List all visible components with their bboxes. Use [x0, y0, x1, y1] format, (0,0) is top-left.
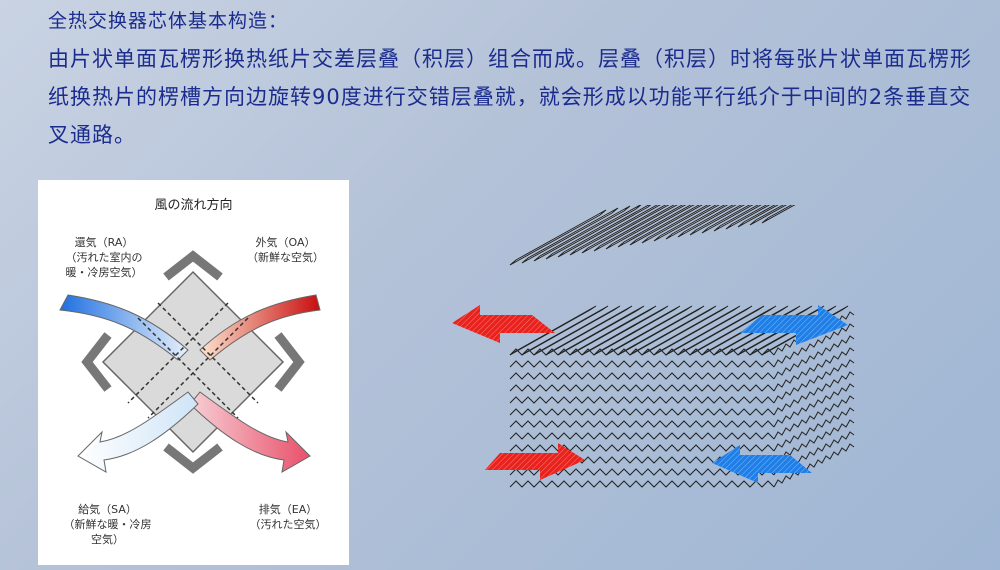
corrugation-ridge	[581, 205, 670, 254]
red-arrow-in	[485, 443, 585, 480]
corrugation-ridge	[677, 205, 737, 238]
corrugation-ridge	[557, 205, 652, 258]
supply-air-label-block: 給気（SA） （新鮮な暖・冷房 空気）	[60, 502, 155, 547]
blue-arrow-in	[712, 445, 812, 483]
airflow-diagram	[59, 250, 321, 474]
exhaust-air-label-block: 排気（EA） （汚れた空気）	[243, 502, 333, 532]
corrugation-ridge	[713, 205, 762, 232]
corrugation-ridge	[569, 205, 661, 256]
frame-corner-top	[163, 250, 223, 281]
corrugation-ridge	[689, 205, 746, 236]
corrugation-ridge	[617, 205, 695, 248]
stack-layer-side	[773, 323, 855, 368]
stack-layer-front	[509, 396, 775, 404]
supply-air-label: 給気（SA）	[78, 503, 137, 516]
outside-air-label: 外気（OA）	[255, 236, 316, 249]
stack-top-ridge	[689, 305, 777, 356]
corrugation-ridge	[629, 205, 704, 246]
supply-air-note2: 空気）	[91, 533, 124, 546]
airflow-diagram-panel: 風の流れ方向 還気（RA） （汚れた室内の 暖・冷房空気） 外気（OA） （新鮮…	[38, 180, 349, 565]
return-air-label-block: 還気（RA） （汚れた室内の 暖・冷房空気）	[60, 235, 148, 280]
corrugated-core-illustration	[452, 205, 855, 488]
corrugation-ridge	[545, 205, 642, 260]
corrugation-ridge	[653, 205, 720, 242]
description-text: 由片状单面瓦楞形换热纸片交差层叠（积层）组合而成。层叠（积层）时将每张片状单面瓦…	[48, 47, 972, 147]
frame-corner-left	[81, 332, 112, 392]
stack-layer-front	[509, 444, 775, 452]
red-arrow-left-out	[452, 305, 555, 343]
stack-top-ridge	[545, 305, 633, 356]
return-air-label: 還気（RA）	[74, 236, 134, 249]
stack-layer-front	[509, 432, 775, 440]
stack-layer-front	[509, 372, 775, 380]
corrugation-ridge	[605, 205, 687, 250]
exhaust-air-arrow	[189, 391, 311, 473]
corrugation-ridge	[737, 205, 779, 228]
corrugation-ridge	[641, 205, 712, 244]
stack-top-ridge	[605, 305, 693, 356]
stack-top-ridge	[533, 305, 621, 356]
stack-layer-front	[509, 480, 775, 488]
flow-direction-title: 風の流れ方向	[154, 198, 233, 213]
outside-air-arrow	[199, 294, 321, 361]
return-air-arrow	[59, 294, 189, 361]
page-title: 全热交换器芯体基本构造：	[48, 10, 289, 32]
stack-layer-side	[773, 371, 855, 416]
stack-top-ridge	[617, 305, 705, 356]
stack-layer-side	[773, 383, 855, 428]
stack-layer-side	[773, 335, 855, 380]
stack-layer-side	[773, 443, 855, 488]
corrugation-ridge	[509, 209, 607, 266]
stack-layer-side	[773, 347, 855, 392]
stack-layer-side	[773, 419, 855, 464]
outside-air-note: （新鮮な空気）	[247, 251, 324, 264]
frame-corner-bottom	[163, 443, 223, 474]
stack-layer-front	[509, 360, 775, 368]
stack-top-ridge	[653, 305, 741, 356]
stack-layer-front	[509, 384, 775, 392]
corrugation-ridge	[593, 205, 678, 252]
corrugation-ridge	[725, 205, 771, 230]
stack-layer-side	[773, 359, 855, 404]
stack-top-ridge	[593, 305, 681, 356]
supply-air-note1: （新鮮な暖・冷房	[63, 518, 152, 531]
frame-corner-right	[274, 332, 305, 392]
stack-layer-front	[509, 420, 775, 428]
stack-top-ridge	[581, 305, 669, 356]
return-air-note1: （汚れた室内の	[65, 251, 143, 264]
stack-top-ridge	[509, 305, 597, 356]
corrugation-ridge	[533, 205, 631, 262]
return-air-note2: 暖・冷房空気）	[65, 266, 143, 279]
stack-top-ridge	[521, 305, 609, 356]
corrugation-ridge	[701, 205, 754, 234]
corrugation-ridge	[665, 205, 729, 240]
stack-top-ridge	[629, 305, 717, 356]
corrugation-ridge	[521, 207, 619, 264]
stack-top-ridge	[641, 305, 729, 356]
outside-air-label-block: 外気（OA） （新鮮な空気）	[243, 235, 328, 265]
exhaust-air-label: 排気（EA）	[258, 503, 318, 516]
blue-arrow-right-out	[740, 305, 848, 345]
exhaust-air-note: （汚れた空気）	[249, 518, 327, 531]
stack-layer-front	[509, 408, 775, 416]
core-diamond	[101, 270, 285, 454]
stack-layer-side	[773, 395, 855, 440]
stack-top-ridge	[665, 305, 753, 356]
stack-top-ridge	[557, 305, 645, 356]
top-corrugated-sheet	[509, 205, 796, 266]
corrugation-ridge	[749, 205, 788, 226]
corrugation-ridge	[761, 205, 796, 224]
stack-layer-side	[773, 407, 855, 452]
stack-top-ridge	[677, 305, 765, 356]
stack-top-ridge	[569, 305, 657, 356]
supply-air-arrow	[77, 391, 199, 473]
